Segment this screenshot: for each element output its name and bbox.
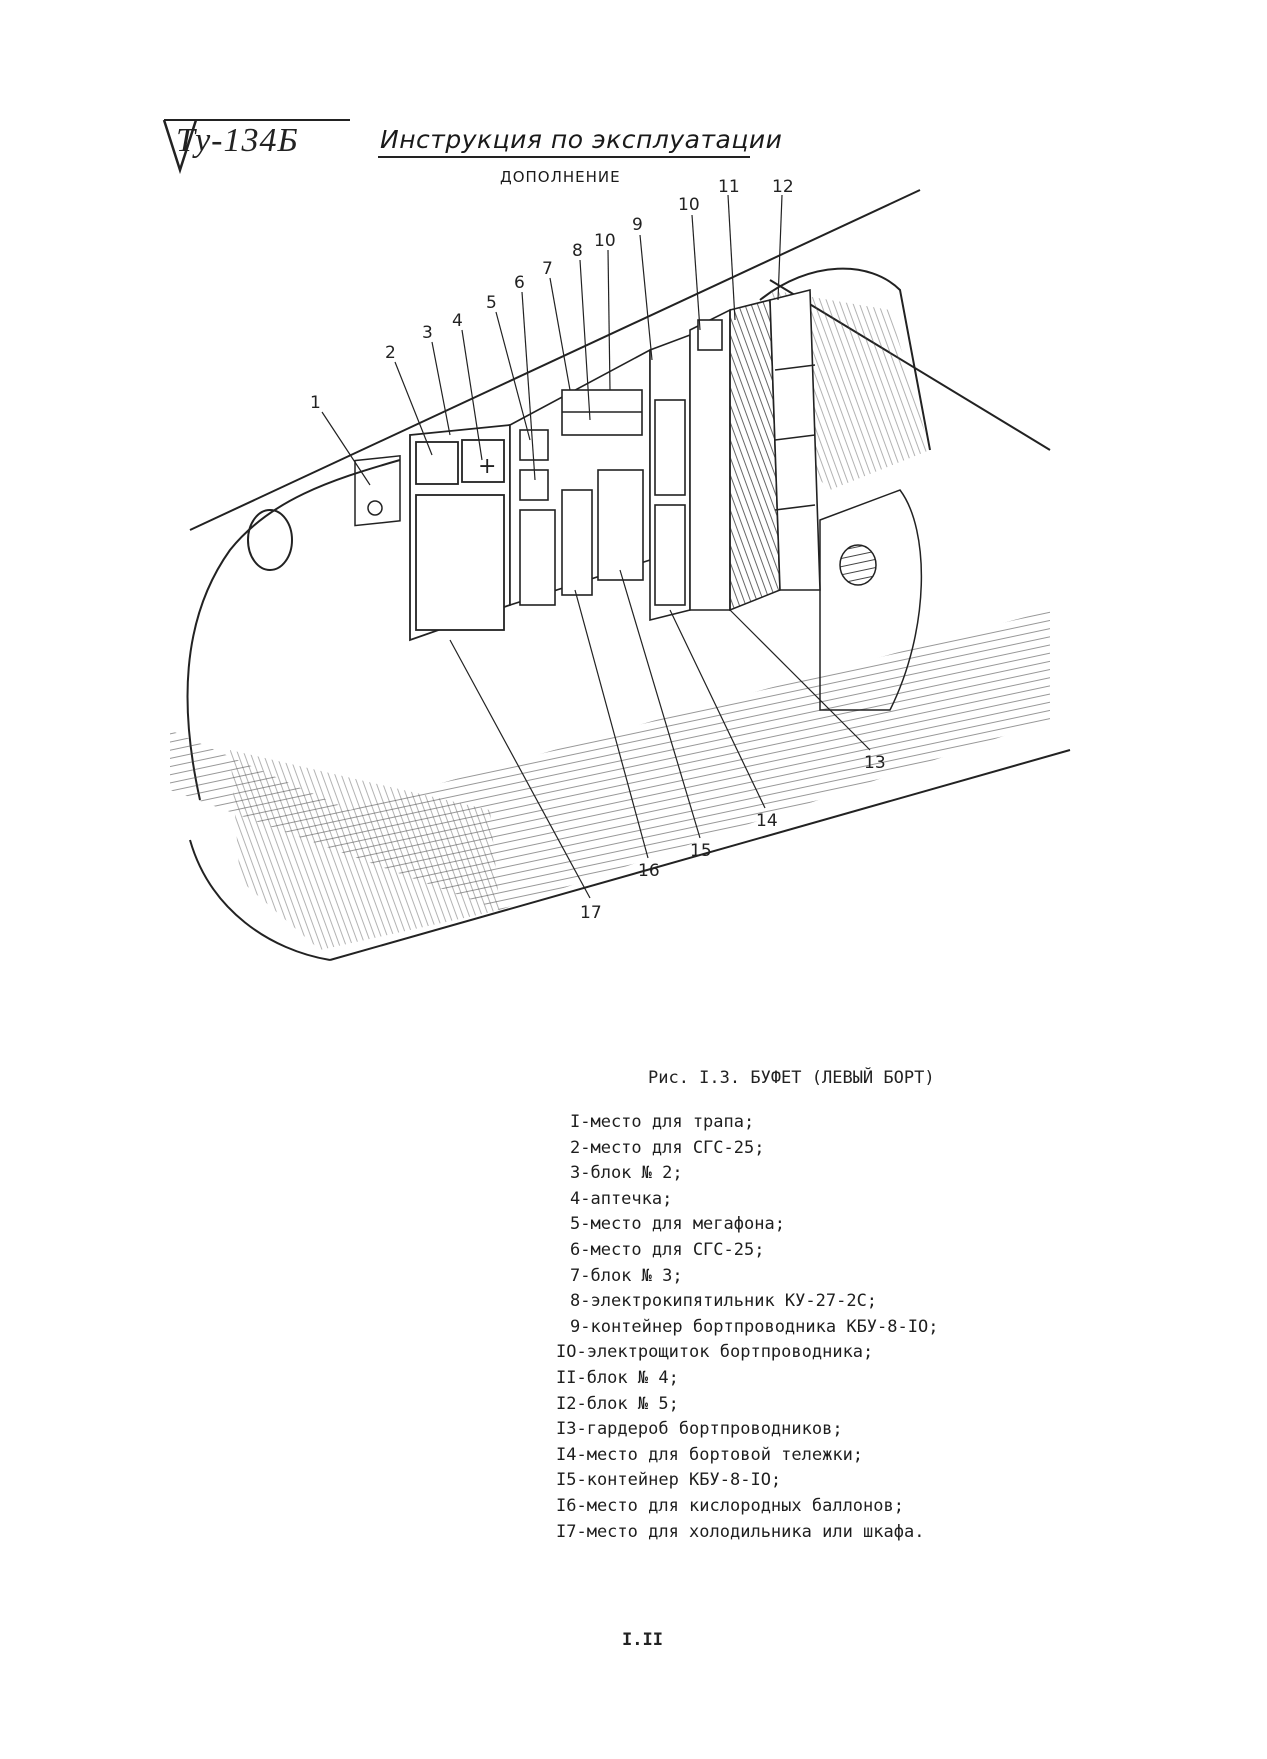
callout-16: 16 bbox=[638, 861, 660, 881]
legend-item: 2-место для СГС-25; bbox=[570, 1137, 765, 1158]
legend-item: II-блок № 4; bbox=[556, 1367, 679, 1388]
legend-item: I3-гардероб бортпроводников; bbox=[556, 1419, 843, 1440]
callout-3: 3 bbox=[422, 323, 433, 343]
callout-1: 1 bbox=[310, 393, 321, 413]
callout-10a: 10 bbox=[594, 231, 616, 251]
legend-item: I6-место для кислородных баллонов; bbox=[556, 1495, 904, 1516]
legend-item: IO-электрощиток бортпроводника; bbox=[556, 1342, 874, 1363]
callout-5: 5 bbox=[486, 293, 497, 313]
legend-item: I7-место для холодильника или шкафа. bbox=[556, 1521, 925, 1542]
legend-item: I4-место для бортовой тележки; bbox=[556, 1444, 864, 1465]
callout-12: 12 bbox=[772, 177, 794, 197]
buffet-illustration: + bbox=[170, 177, 1071, 961]
legend-item: I2-блок № 5; bbox=[556, 1393, 679, 1414]
legend-item: 8-электрокипятильник КУ-27-2С; bbox=[570, 1291, 878, 1312]
callout-10b: 10 bbox=[678, 195, 700, 215]
callout-2: 2 bbox=[385, 343, 396, 363]
callout-11: 11 bbox=[718, 177, 740, 197]
legend-item: 4-аптечка; bbox=[570, 1188, 673, 1209]
legend-item: 9-контейнер бортпроводника КБУ-8-IO; bbox=[570, 1316, 939, 1337]
document-subtitle: ДОПОЛНЕНИЕ bbox=[500, 168, 621, 186]
callout-6: 6 bbox=[514, 273, 525, 293]
figure-caption: Рис. I.3. БУФЕТ (ЛЕВЫЙ БОРТ) bbox=[648, 1068, 935, 1088]
callout-9: 9 bbox=[632, 215, 643, 235]
figure-legend: I-место для трапа; 2-место для СГС-25; 3… bbox=[556, 1110, 939, 1545]
legend-item: I-место для трапа; bbox=[570, 1112, 755, 1132]
aircraft-model-stamp: Ту-134Б bbox=[176, 122, 299, 159]
title-underline bbox=[378, 156, 750, 158]
document-title: Инструкция по эксплуатации bbox=[380, 125, 783, 154]
svg-text:+: + bbox=[478, 454, 496, 479]
callout-8: 8 bbox=[572, 241, 583, 261]
legend-item: 5-место для мегафона; bbox=[570, 1214, 785, 1235]
callout-4: 4 bbox=[452, 311, 463, 331]
callout-7: 7 bbox=[542, 259, 553, 279]
page-number: I.II bbox=[622, 1630, 663, 1650]
legend-item: 7-блок № 3; bbox=[570, 1265, 683, 1286]
callout-15: 15 bbox=[690, 841, 712, 861]
callout-14: 14 bbox=[756, 811, 778, 831]
document-stamp-mark bbox=[162, 119, 350, 175]
legend-item: 6-место для СГС-25; bbox=[570, 1239, 765, 1260]
callout-17: 17 bbox=[580, 903, 602, 923]
legend-item: 3-блок № 2; bbox=[570, 1163, 683, 1184]
callout-13: 13 bbox=[864, 753, 886, 773]
legend-item: I5-контейнер КБУ-8-IO; bbox=[556, 1470, 782, 1491]
